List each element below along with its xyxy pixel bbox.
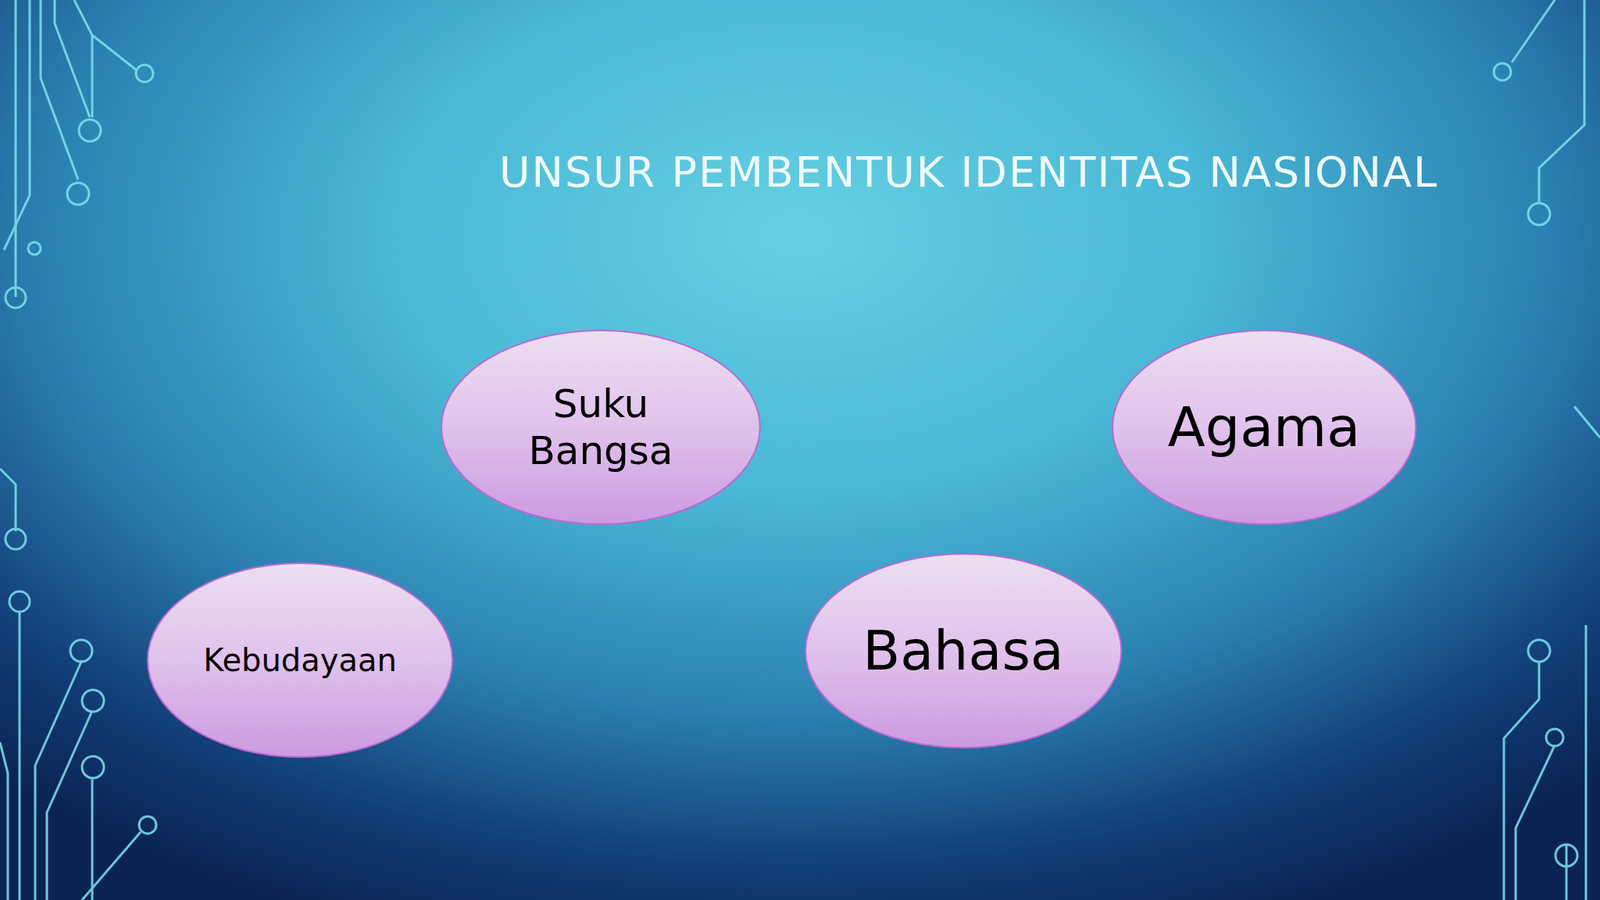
node-label: Bahasa	[862, 617, 1065, 684]
node-label: Suku Bangsa	[499, 380, 703, 475]
ellipse-node: Bahasa	[803, 552, 1123, 750]
slide-title: UNSUR PEMBENTUK IDENTITAS NASIONAL	[499, 147, 1439, 197]
ellipse-shape	[439, 328, 762, 526]
node-label: Kebudayaan	[203, 641, 397, 679]
ellipse-node: Agama	[1110, 328, 1418, 526]
node-label: Agama	[1167, 394, 1361, 461]
ellipse-node: Suku Bangsa	[439, 328, 762, 526]
ellipse-node: Kebudayaan	[146, 561, 454, 759]
